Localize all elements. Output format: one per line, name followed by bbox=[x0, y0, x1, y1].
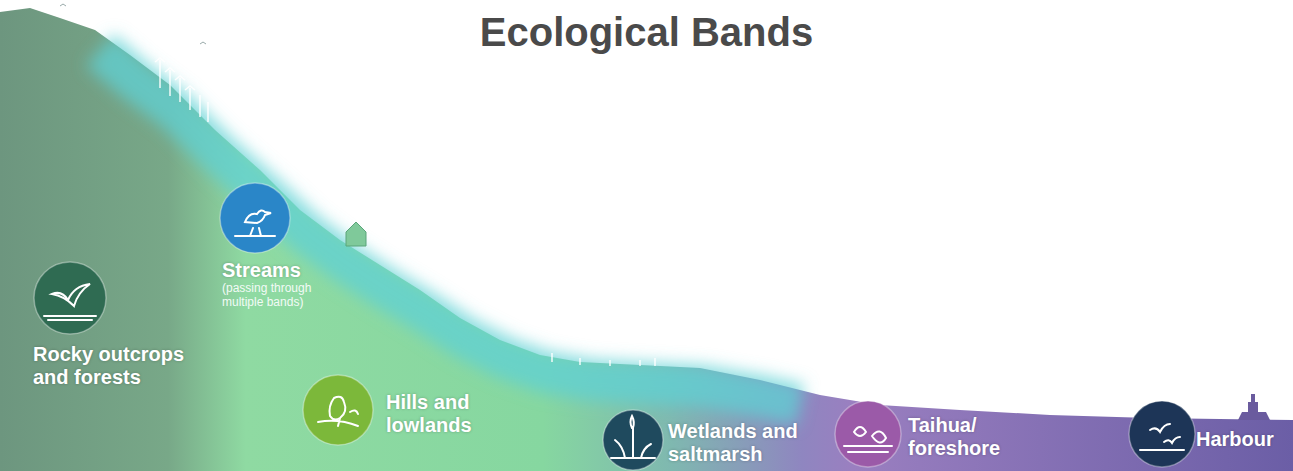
ship bbox=[1238, 394, 1270, 420]
band-icon bbox=[1127, 399, 1197, 469]
icon-symbol bbox=[1140, 424, 1184, 450]
band-name: Taihua/ foreshore bbox=[908, 414, 1018, 460]
band-node: Hills and lowlands bbox=[303, 375, 491, 445]
label-group: Rocky outcrops and forests bbox=[33, 343, 203, 389]
label-group: Wetlands and saltmarsh bbox=[668, 420, 828, 466]
icon-symbol bbox=[235, 210, 275, 236]
band-note: (passing through multiple bands) bbox=[222, 282, 352, 310]
stream-band bbox=[100, 50, 800, 405]
band-node: Taihua/ foreshore bbox=[835, 401, 1018, 467]
icon-circle bbox=[603, 410, 663, 470]
icon-circle bbox=[835, 401, 901, 467]
band-name: Wetlands and saltmarsh bbox=[668, 420, 828, 466]
band-name: Rocky outcrops and forests bbox=[33, 343, 203, 389]
band-icon bbox=[301, 373, 375, 447]
label-group: Taihua/ foreshore bbox=[908, 414, 1018, 460]
icon-circle bbox=[1129, 401, 1195, 467]
label-group: Hills and lowlands bbox=[386, 391, 491, 437]
trees bbox=[155, 58, 655, 366]
band-icon bbox=[833, 399, 903, 469]
ground-silhouette bbox=[0, 8, 1293, 471]
icon-symbol bbox=[844, 427, 892, 452]
band-name: Streams bbox=[222, 259, 352, 282]
birds bbox=[60, 4, 206, 44]
band-node: Rocky outcrops and forests bbox=[33, 262, 203, 389]
band-name: Harbour bbox=[1196, 428, 1293, 451]
icon-circle bbox=[303, 375, 373, 445]
house bbox=[346, 222, 366, 246]
band-icon bbox=[601, 408, 665, 471]
icon-symbol bbox=[611, 416, 655, 458]
band-icon bbox=[218, 181, 292, 255]
band-icon bbox=[32, 260, 108, 336]
diagram-title: Ecological Bands bbox=[0, 10, 1293, 55]
band-node: Wetlands and saltmarsh bbox=[603, 410, 828, 470]
icon-circle bbox=[220, 183, 290, 253]
band-name: Hills and lowlands bbox=[386, 391, 491, 437]
label-group: Harbour bbox=[1196, 428, 1293, 451]
icon-symbol bbox=[44, 284, 96, 320]
band-node: Harbour bbox=[1129, 401, 1293, 467]
band-node: Streams(passing through multiple bands) bbox=[220, 183, 352, 310]
label-group: Streams(passing through multiple bands) bbox=[222, 259, 352, 310]
icon-circle bbox=[34, 262, 106, 334]
icon-symbol bbox=[318, 397, 358, 426]
